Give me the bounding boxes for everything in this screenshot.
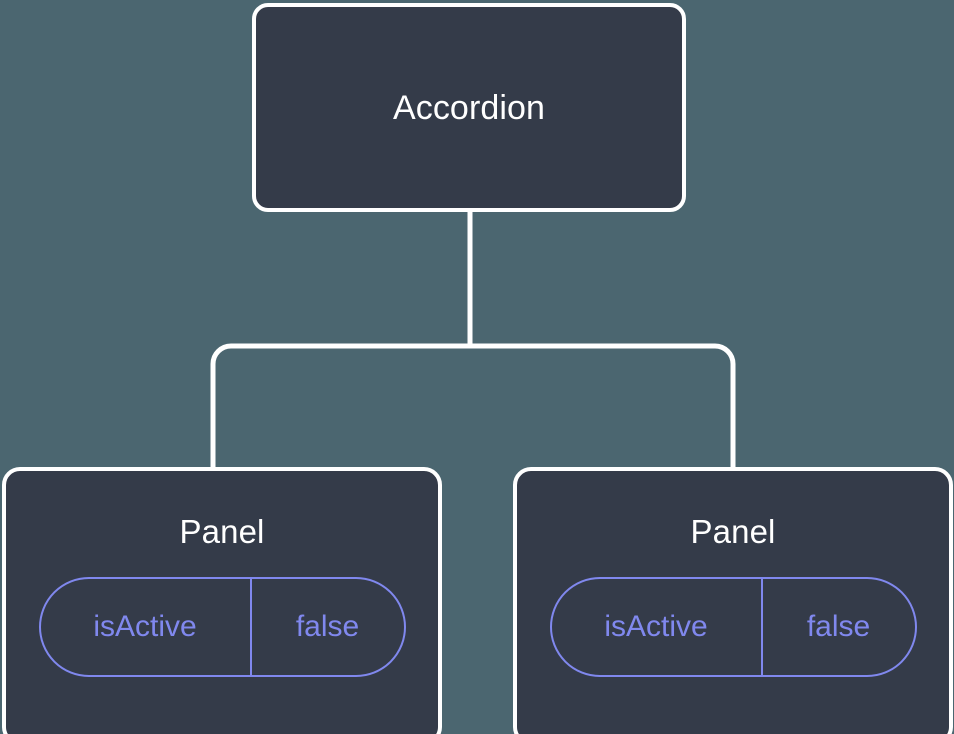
state-badge-key: isActive <box>552 579 763 675</box>
edge-to-panel-0 <box>210 343 470 470</box>
node-panel-0-label: Panel <box>179 513 265 550</box>
node-panel-1-label: Panel <box>690 513 776 550</box>
state-badge-value: false <box>806 610 871 643</box>
state-badge-key: isActive <box>41 579 252 675</box>
state-badge-value: false <box>295 610 360 643</box>
state-badge-isactive-0[interactable]: isActive false <box>38 577 406 677</box>
state-badge-isactive-1[interactable]: isActive false <box>549 577 917 677</box>
node-accordion[interactable]: Accordion <box>252 3 686 212</box>
edge-to-panel-1 <box>470 343 736 470</box>
node-panel-0[interactable]: Panel isActive false <box>2 467 442 734</box>
node-accordion-label: Accordion <box>392 88 546 127</box>
node-panel-1[interactable]: Panel isActive false <box>513 467 953 734</box>
